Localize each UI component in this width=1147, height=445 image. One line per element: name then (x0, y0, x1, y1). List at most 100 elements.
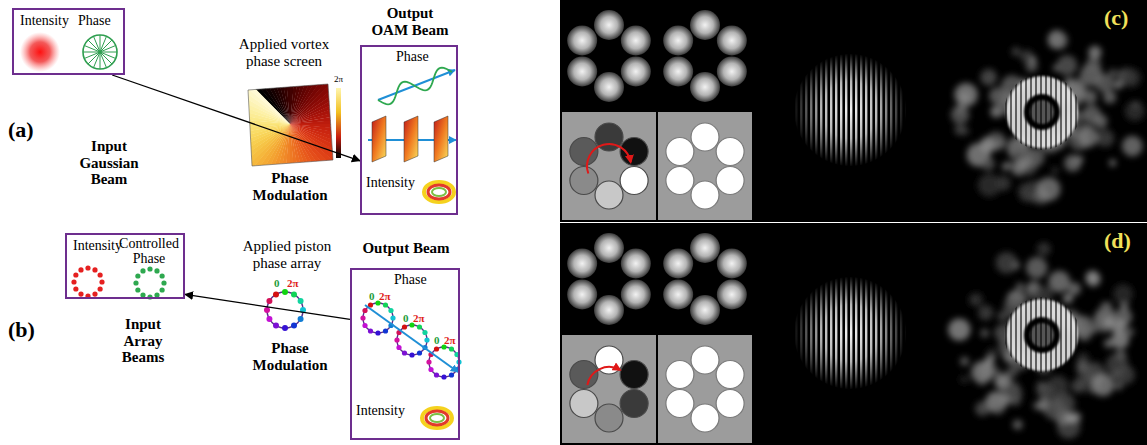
rotation-arrow (587, 144, 631, 174)
beam-array-image (663, 57, 693, 87)
beam-array-image (621, 26, 651, 56)
piston-phase-array (291, 323, 297, 329)
far-field-speckle (1092, 374, 1115, 397)
far-field-speckle (1018, 158, 1025, 165)
result-panel (560, 0, 1147, 222)
phase-spokes (100, 35, 101, 52)
piston-phase-map (570, 167, 598, 195)
box-heading: Output OAM Beam (370, 5, 450, 38)
far-field-speckle (1047, 375, 1068, 396)
far-field-speckle (975, 401, 990, 416)
far-field-speckle (1048, 271, 1070, 293)
beam-array-image (567, 280, 597, 310)
propagation-arrow (378, 70, 455, 100)
vortex-phase-screen (290, 64, 399, 124)
interference-fringes (793, 53, 907, 167)
phase-fronts (372, 116, 448, 162)
beam-array-image (717, 57, 747, 87)
result-panel (560, 223, 1147, 445)
far-field-speckle (997, 311, 1008, 322)
phase-tick: 0 (403, 312, 409, 324)
phase-spokes (100, 52, 112, 64)
box-text: Intensity (20, 13, 69, 28)
output-phase-ring (441, 374, 446, 379)
output-phase-ring (394, 337, 399, 342)
far-field-speckle (1093, 114, 1107, 128)
output-phase-ring (434, 346, 439, 351)
panel-label: (d) (1104, 229, 1131, 253)
beam-illustration (20, 4, 462, 428)
far-field-speckle (1043, 397, 1066, 420)
piston-phase-array (282, 325, 288, 331)
far-field-speckle (1012, 151, 1025, 164)
beam-array-image (567, 10, 651, 102)
result-panel (560, 0, 1147, 222)
phase-tick: 0 (434, 334, 440, 346)
output-beam-box: Output BeamPhaseIntensity (350, 268, 460, 440)
box-text: Phase (396, 49, 429, 64)
far-field-speckle (1103, 90, 1116, 103)
output-phase-ring (360, 315, 365, 320)
piston-phase-map (716, 361, 744, 389)
output-phase-ring (362, 323, 367, 328)
piston-phase-map (570, 123, 648, 209)
far-field-speckle (981, 157, 995, 171)
output-phase-ring (368, 328, 373, 333)
phase-spokes (84, 52, 100, 59)
beam-array-intensity (85, 265, 90, 270)
far-field-speckle (951, 105, 970, 124)
far-field-speckle (1095, 74, 1114, 93)
donut-intensity (424, 182, 454, 202)
vortex-phase-screen (181, 63, 290, 124)
piston-phase-array (298, 298, 304, 304)
far-field-speckle (1115, 365, 1135, 385)
phase-tick: 2π (379, 290, 391, 302)
far-field-speckle (1037, 177, 1061, 201)
piston-phase-map (716, 138, 744, 166)
beam-array-phase (140, 293, 145, 298)
far-field-speckle (1026, 148, 1045, 167)
far-field-speckle (1104, 318, 1113, 327)
beam-array-phase (160, 273, 165, 278)
phase-spokes (83, 35, 117, 69)
vortex-phase-screen (170, 123, 290, 135)
beam-array-intensity (71, 265, 104, 298)
far-field-speckle (1120, 302, 1128, 310)
beam-array-intensity (99, 279, 104, 284)
beam-array-image (690, 233, 720, 263)
donut-mode (1000, 70, 1084, 154)
colorbar-tick: 2π (334, 75, 343, 85)
far-field-speckle (1109, 160, 1116, 167)
beam-array-intensity (98, 272, 103, 277)
beam-array-image (621, 57, 651, 87)
piston-phase-map (666, 346, 744, 432)
far-field-speckle (1002, 162, 1010, 170)
vortex-phase-screen (170, 124, 290, 145)
piston-phase-map (716, 167, 744, 195)
beam-array-phase (135, 273, 140, 278)
donut-intensity (432, 188, 446, 196)
phase-fronts (434, 116, 448, 162)
panel-label: (a) (8, 118, 34, 142)
piston-phase-map (620, 361, 648, 389)
far-field-speckle (1018, 183, 1035, 200)
rotation-arrow (587, 367, 620, 385)
far-field-speckle (1071, 379, 1085, 393)
beam-array-image (594, 233, 624, 263)
output-phase-ring (417, 350, 422, 355)
phase-spokes (100, 45, 116, 52)
donut-intensity (428, 185, 450, 199)
beam-array-intensity (98, 286, 103, 291)
caption-text: Applied vortex phase screen (228, 36, 340, 69)
beam-array-phase (140, 268, 145, 273)
beam-array-intensity (92, 292, 97, 297)
phase-tick: 2π (444, 334, 456, 346)
vortex-phase-screen (170, 4, 410, 244)
vortex-phase-screen (290, 93, 408, 124)
donut-mode (1000, 70, 1084, 154)
piston-phase-map (666, 167, 694, 195)
vortex-phase-screen (177, 72, 290, 124)
donut-intensity (430, 414, 444, 422)
